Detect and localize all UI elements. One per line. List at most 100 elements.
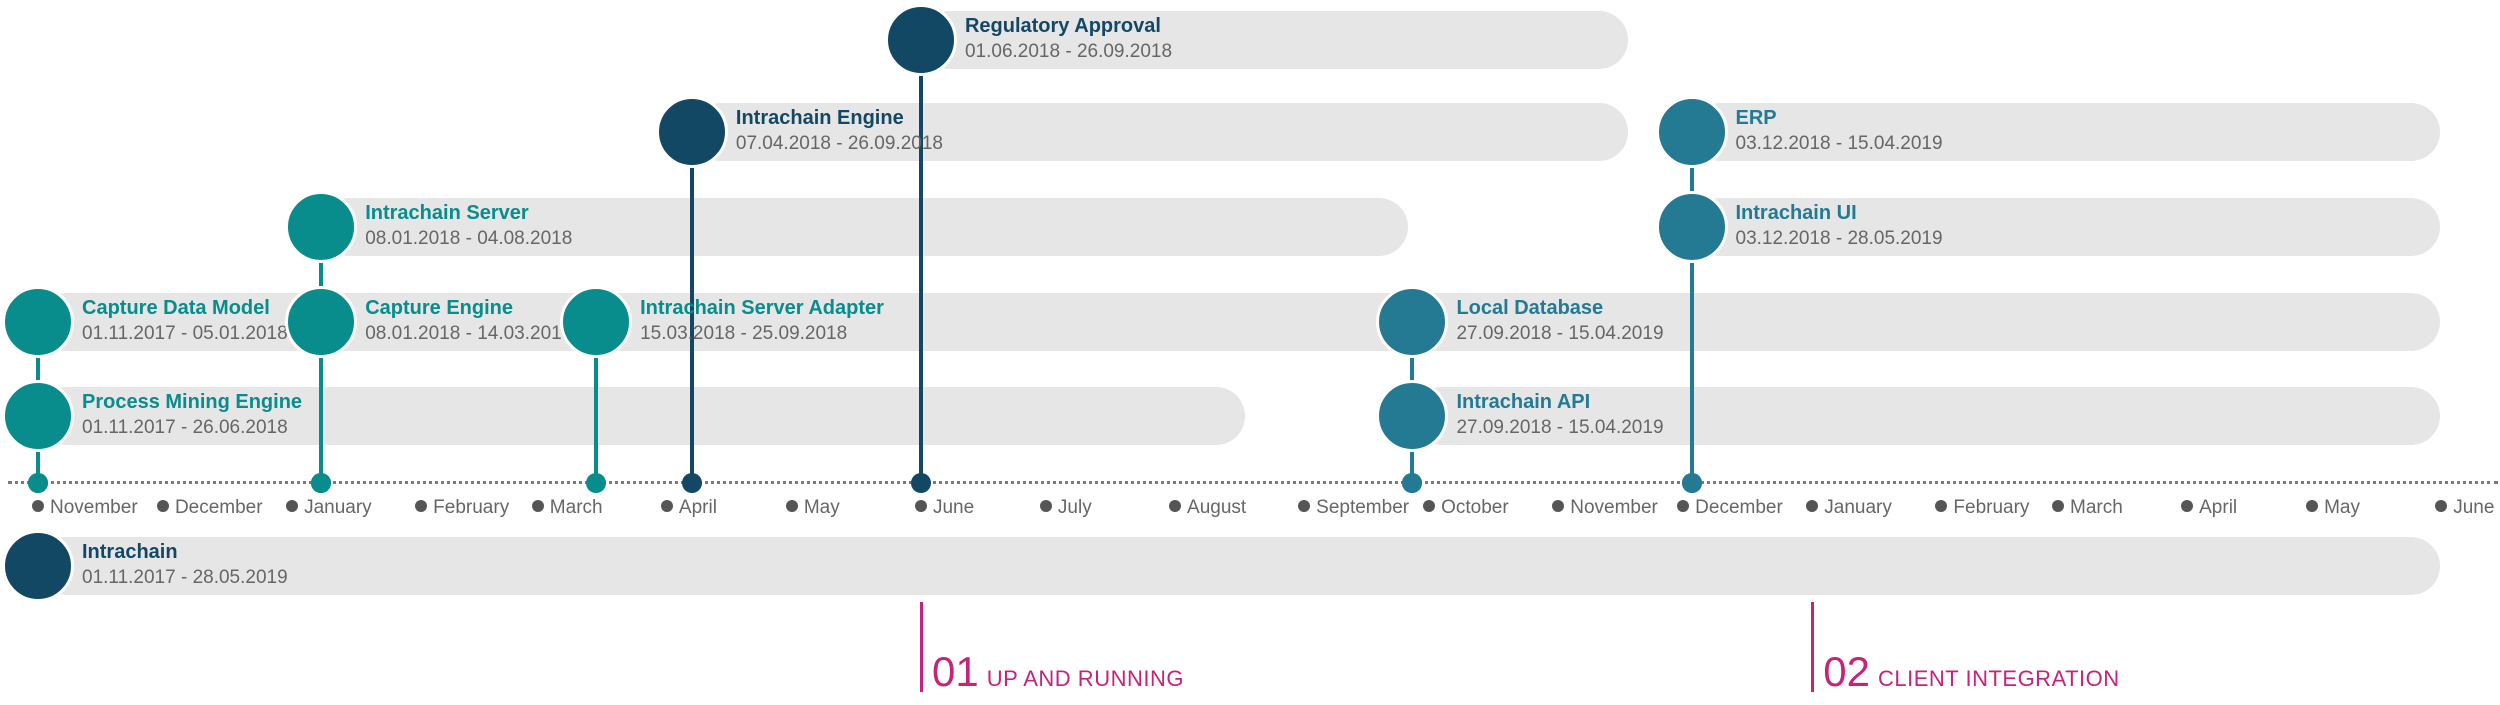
- month-tick-dot: [531, 500, 544, 512]
- phase-divider-phase-01: [919, 602, 923, 692]
- month-name: February: [433, 497, 510, 518]
- month-name: December: [1695, 497, 1783, 518]
- task-name-intrachain-api: Intrachain API: [1456, 391, 1591, 413]
- month-tick-dot: [1552, 500, 1565, 512]
- task-node-intrachain[interactable]: [2, 530, 74, 602]
- task-node-regulatory-approval[interactable]: [884, 4, 957, 76]
- task-node-local-database[interactable]: [1376, 286, 1449, 358]
- month-label-17: April: [2181, 497, 2237, 519]
- month-tick-dot: [1039, 500, 1052, 512]
- task-node-erp[interactable]: [1655, 96, 1728, 168]
- task-node-intrachain-api[interactable]: [1376, 380, 1449, 452]
- month-label-10: September: [1298, 497, 1409, 519]
- month-name: March: [2070, 497, 2123, 518]
- task-bar-local-database[interactable]: [1412, 293, 2440, 351]
- month-tick-dot: [1806, 500, 1819, 512]
- task-dates-process-mining-engine: 01.11.2017 - 26.06.2018: [82, 417, 288, 438]
- phase-divider-phase-02: [1811, 602, 1815, 692]
- task-dates-intrachain-engine: 07.04.2018 - 26.09.2018: [735, 133, 943, 154]
- month-name: October: [1441, 497, 1509, 518]
- task-bar-intrachain-server[interactable]: [321, 198, 1408, 256]
- month-tick-dot: [785, 500, 798, 512]
- month-name: December: [174, 497, 263, 518]
- month-label-0: November: [32, 497, 138, 519]
- task-start-marker-process-mining-engine: [28, 473, 48, 493]
- month-label-8: July: [1039, 497, 1092, 519]
- task-node-process-mining-engine[interactable]: [2, 380, 74, 452]
- task-start-marker-capture-engine: [311, 473, 332, 493]
- month-name: April: [2199, 497, 2238, 518]
- task-name-regulatory-approval: Regulatory Approval: [964, 15, 1161, 37]
- task-start-marker-regulatory-approval: [910, 473, 931, 493]
- task-name-intrachain-engine: Intrachain Engine: [735, 107, 904, 129]
- task-node-capture-data-model[interactable]: [2, 286, 74, 358]
- task-dates-intrachain-server-adapter: 15.03.2018 - 25.09.2018: [640, 323, 848, 344]
- task-start-marker-intrachain-server-adapter: [586, 473, 607, 493]
- month-label-14: January: [1806, 497, 1892, 519]
- task-node-intrachain-server-adapter[interactable]: [560, 286, 633, 358]
- month-tick-dot: [914, 500, 927, 512]
- month-name: May: [803, 497, 840, 518]
- month-label-12: November: [1552, 497, 1658, 519]
- month-name: July: [1057, 497, 1092, 518]
- month-label-1: December: [156, 497, 263, 519]
- month-label-15: February: [1935, 497, 2029, 519]
- month-tick-dot: [415, 500, 428, 512]
- month-name: September: [1316, 497, 1410, 518]
- month-tick-dot: [660, 500, 673, 512]
- task-bar-regulatory-approval[interactable]: [920, 11, 1629, 69]
- month-label-16: March: [2052, 497, 2123, 519]
- month-name: June: [932, 497, 975, 518]
- month-label-4: March: [531, 497, 603, 519]
- month-name: January: [1824, 497, 1892, 518]
- task-node-intrachain-engine[interactable]: [655, 96, 728, 168]
- task-name-intrachain-ui: Intrachain UI: [1735, 202, 1857, 224]
- task-name-erp: ERP: [1735, 107, 1777, 129]
- task-connector-intrachain-ui: [1689, 227, 1694, 483]
- task-bar-intrachain-ui[interactable]: [1691, 198, 2440, 256]
- task-dates-intrachain-api: 27.09.2018 - 15.04.2019: [1456, 417, 1664, 438]
- task-dates-intrachain-server: 08.01.2018 - 04.08.2018: [365, 228, 573, 249]
- month-name: March: [549, 497, 603, 518]
- task-connector-regulatory-approval: [918, 40, 923, 483]
- timeline-axis: [8, 481, 2498, 484]
- task-dates-intrachain: 01.11.2017 - 28.05.2019: [82, 567, 288, 588]
- month-label-3: February: [415, 497, 509, 519]
- month-tick-dot: [286, 500, 299, 512]
- month-name: February: [1953, 497, 2030, 518]
- task-node-intrachain-server[interactable]: [285, 191, 358, 263]
- task-bar-process-mining-engine[interactable]: [38, 387, 1246, 445]
- month-name: November: [1570, 497, 1658, 518]
- task-start-marker-intrachain-engine: [681, 473, 702, 493]
- task-dates-capture-data-model: 01.11.2017 - 05.01.2018: [82, 323, 288, 344]
- month-tick-dot: [2052, 500, 2065, 512]
- month-tick-dot: [2306, 500, 2319, 512]
- task-dates-regulatory-approval: 01.06.2018 - 26.09.2018: [964, 41, 1173, 62]
- task-name-process-mining-engine: Process Mining Engine: [82, 391, 303, 413]
- month-name: November: [50, 497, 138, 518]
- month-label-19: June: [2435, 497, 2494, 519]
- task-bar-intrachain-api[interactable]: [1412, 387, 2440, 445]
- phase-number: 02: [1823, 648, 1870, 695]
- task-name-intrachain-server: Intrachain Server: [365, 202, 529, 224]
- month-tick-dot: [1298, 500, 1311, 512]
- task-node-intrachain-ui[interactable]: [1655, 191, 1728, 263]
- month-tick-dot: [1935, 500, 1948, 512]
- task-dates-erp: 03.12.2018 - 15.04.2019: [1735, 133, 1943, 154]
- task-bar-erp[interactable]: [1691, 103, 2440, 161]
- phase-number: 01: [931, 648, 979, 695]
- task-connector-intrachain-engine: [689, 132, 694, 483]
- month-tick-dot: [1423, 500, 1436, 512]
- task-bar-intrachain-engine[interactable]: [691, 103, 1629, 161]
- task-name-capture-data-model: Capture Data Model: [82, 297, 270, 319]
- task-node-capture-engine[interactable]: [285, 286, 358, 358]
- month-label-18: May: [2306, 497, 2360, 519]
- task-dates-local-database: 27.09.2018 - 15.04.2019: [1456, 323, 1664, 344]
- task-name-intrachain-server-adapter: Intrachain Server Adapter: [640, 297, 884, 319]
- month-label-2: January: [286, 497, 372, 519]
- month-tick-dot: [1677, 500, 1690, 512]
- task-bar-intrachain[interactable]: [38, 537, 2440, 595]
